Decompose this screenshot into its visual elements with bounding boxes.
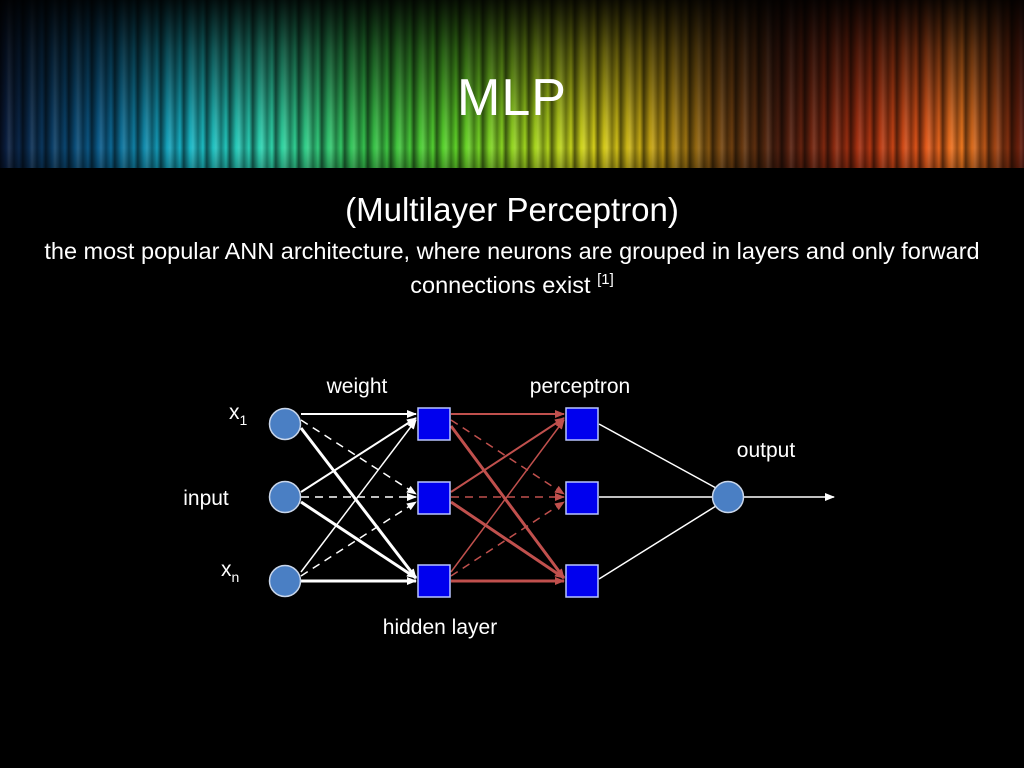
perceptron-node-3 bbox=[565, 564, 599, 598]
hidden-layer-2 bbox=[565, 407, 599, 598]
connection-h3-p1 bbox=[450, 419, 565, 573]
connection-h2-p3 bbox=[450, 500, 565, 580]
connection-h1-p2 bbox=[450, 419, 565, 495]
hidden-node-3 bbox=[417, 564, 451, 598]
connection-i3-h1 bbox=[300, 419, 417, 573]
hidden-to-output-connections bbox=[598, 423, 835, 580]
header-banner bbox=[0, 0, 1024, 168]
slide-description: the most popular ANN architecture, where… bbox=[40, 234, 984, 302]
label-x1: x1 bbox=[229, 401, 248, 428]
perceptron-node-2 bbox=[565, 481, 599, 515]
label-input: input bbox=[183, 487, 229, 510]
slide-title: MLP bbox=[457, 69, 567, 127]
label-x1-subscript: 1 bbox=[240, 412, 248, 428]
hidden-node-1 bbox=[417, 407, 451, 441]
connection-i2-h3 bbox=[300, 500, 417, 580]
banner-fade bbox=[0, 0, 1024, 168]
connection-i2-h1 bbox=[300, 417, 417, 493]
hidden-to-hidden-connections bbox=[449, 410, 566, 585]
input-layer bbox=[268, 407, 302, 598]
connection-p1-out bbox=[598, 423, 717, 489]
label-perceptron: perceptron bbox=[530, 375, 630, 398]
label-hidden-layer: hidden layer bbox=[383, 616, 497, 639]
connection-h3-p2 bbox=[450, 501, 565, 577]
label-weight: weight bbox=[326, 375, 388, 398]
output-node bbox=[711, 480, 745, 514]
connection-i1-h3 bbox=[299, 427, 418, 579]
hidden-layer-1 bbox=[417, 407, 451, 598]
connection-h1-p3 bbox=[449, 425, 566, 579]
perceptron-node-1 bbox=[565, 407, 599, 441]
input-node-2 bbox=[268, 480, 302, 514]
connection-i1-h2 bbox=[300, 419, 417, 495]
label-xn: xn bbox=[221, 558, 239, 585]
label-x1-base: x bbox=[229, 401, 240, 424]
slide-subtitle: (Multilayer Perceptron) bbox=[345, 191, 679, 228]
label-xn-subscript: n bbox=[232, 569, 240, 585]
connection-p3-out bbox=[598, 505, 717, 580]
citation-marker: [1] bbox=[597, 271, 614, 288]
connection-h2-p1 bbox=[450, 417, 565, 493]
input-node-1 bbox=[268, 407, 302, 441]
hidden-node-2 bbox=[417, 481, 451, 515]
input-to-hidden-connections bbox=[299, 410, 418, 585]
input-node-3 bbox=[268, 564, 302, 598]
description-text: the most popular ANN architecture, where… bbox=[44, 238, 980, 298]
connection-i3-h2 bbox=[300, 501, 417, 577]
label-output: output bbox=[737, 439, 796, 462]
label-xn-base: x bbox=[221, 558, 232, 581]
